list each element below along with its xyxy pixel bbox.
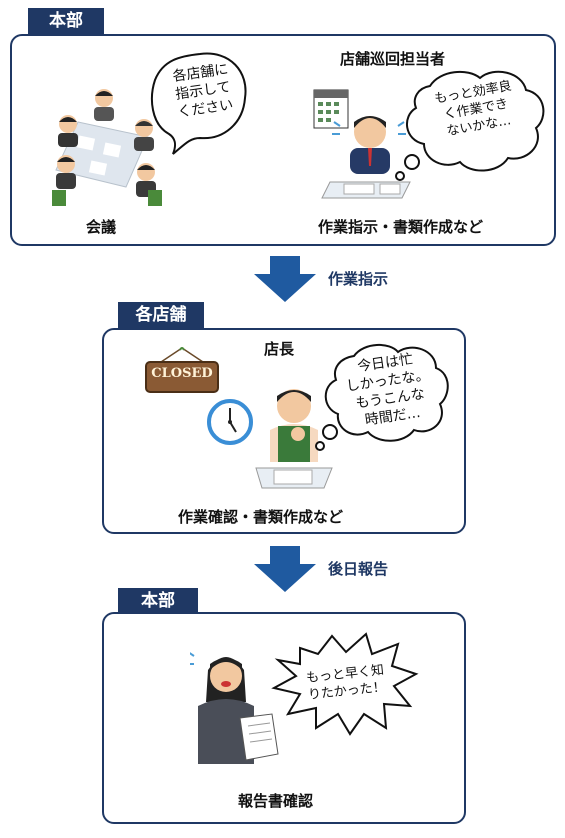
manager-thought-bubble — [310, 340, 454, 458]
hq-panel-bottom — [102, 612, 466, 824]
supervisor-label: 作業指示・書類作成など — [318, 218, 484, 236]
report-review-label: 報告書確認 — [238, 792, 314, 810]
manager-illustration — [252, 382, 334, 494]
supervisor-illustration — [310, 86, 418, 210]
arrow2-label: 後日報告 — [328, 560, 389, 578]
meeting-illustration — [48, 82, 166, 208]
store-tag: 各店舗 — [118, 302, 204, 328]
down-arrow-icon — [252, 256, 318, 304]
hq-tag-bottom: 本部 — [118, 588, 198, 614]
supervisor-thought-bubble — [390, 66, 550, 186]
closed-sign: CLOSED — [144, 346, 220, 394]
shout-bubble — [270, 630, 420, 740]
hq-staff-illustration — [190, 644, 280, 768]
supervisor-title: 店舗巡回担当者 — [340, 50, 446, 68]
manager-label: 作業確認・書類作成など — [178, 508, 344, 526]
manager-bubble-text: 今日は忙 しかったな。 もうこんな 時間だ… — [341, 348, 436, 431]
manager-title: 店長 — [264, 340, 295, 358]
arrow1-label: 作業指示 — [328, 270, 389, 288]
hq-tag-top: 本部 — [28, 8, 104, 34]
clock-icon — [206, 398, 254, 446]
closed-sign-text: CLOSED — [151, 366, 213, 381]
meeting-bubble-text: 各店舗に 指示して ください — [167, 60, 240, 123]
down-arrow-icon — [252, 546, 318, 594]
meeting-label: 会議 — [86, 218, 117, 236]
meeting-speech-bubble — [145, 48, 255, 160]
